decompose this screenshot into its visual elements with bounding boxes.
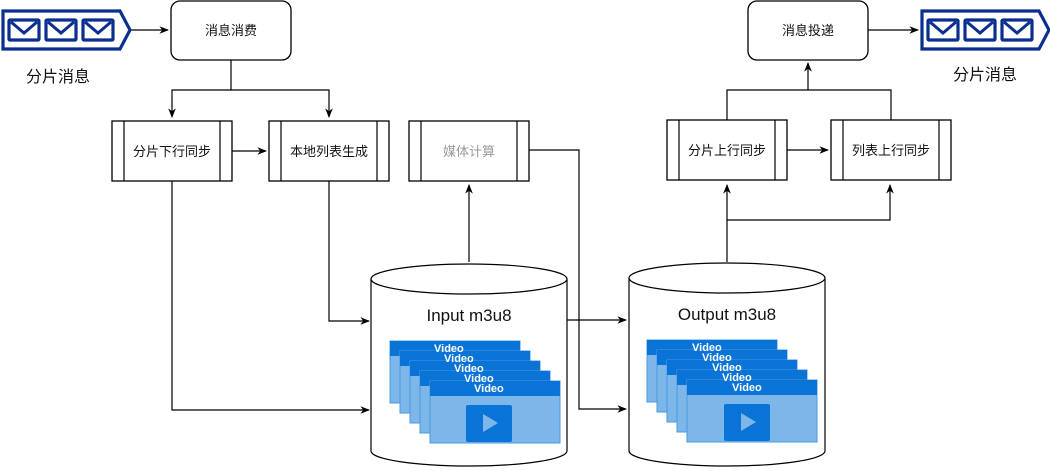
edges [131,26,919,414]
output-m3u8-store[interactable]: Output m3u8 Video Video Video Video Vide… [628,262,826,467]
list-gen-label: 本地列表生成 [290,145,368,160]
envelope-icon [81,18,115,42]
slice-up-label: 分片上行同步 [688,144,766,159]
edge-mediacalc-output [529,149,627,413]
video-label: Video [434,343,464,355]
play-triangle-icon [741,413,756,431]
envelope-icon [963,18,997,42]
video-label: Video [464,373,494,385]
video-label: Video [454,363,484,375]
edge-listgen-input [328,181,370,325]
video-label: Video [712,362,742,374]
edge-output-listup [727,184,894,221]
video-stack: Video Video Video Video Video [646,339,818,443]
envelope-icon [44,18,78,42]
envelope-icon [926,18,960,42]
edge-up-merge [726,89,892,120]
node-deliver[interactable]: 消息投递 [747,0,869,61]
queue-in-label: 分片消息 [26,67,90,86]
video-label: Video [474,383,504,395]
output-store-label: Output m3u8 [678,305,776,324]
node-slice-up[interactable]: 分片上行同步 [666,119,788,181]
envelope-icon [1000,18,1034,42]
video-stack: Video Video Video Video Video [389,340,561,444]
edge-consume-slicedown [168,60,232,118]
video-label: Video [692,342,722,354]
envelope-icon [7,18,41,42]
video-label: Video [444,353,474,365]
input-m3u8-store[interactable]: Input m3u8 Video Video Video Video Video [370,263,568,467]
video-label: Video [732,382,762,394]
list-up-label: 列表上行同步 [852,144,930,159]
input-store-label: Input m3u8 [426,306,511,325]
node-consume[interactable]: 消息消费 [170,0,292,61]
edge-slicedown-input [171,181,370,414]
message-queue-out: 分片消息 [920,9,1050,84]
slice-down-label: 分片下行同步 [133,145,211,160]
video-label: Video [722,372,752,384]
edge-consume-listgen [231,89,333,118]
queue-out-label: 分片消息 [953,65,1017,84]
node-slice-down[interactable]: 分片下行同步 [111,120,233,182]
node-list-gen[interactable]: 本地列表生成 [268,120,390,182]
media-calc-label: 媒体计算 [443,145,495,160]
video-label: Video [702,352,732,364]
message-queue-in: 分片消息 [1,9,132,86]
node-list-up[interactable]: 列表上行同步 [830,119,952,181]
consume-label: 消息消费 [205,23,257,39]
deliver-label: 消息投递 [782,23,834,39]
node-media-calc[interactable]: 媒体计算 [408,120,530,182]
play-triangle-icon [483,414,498,432]
